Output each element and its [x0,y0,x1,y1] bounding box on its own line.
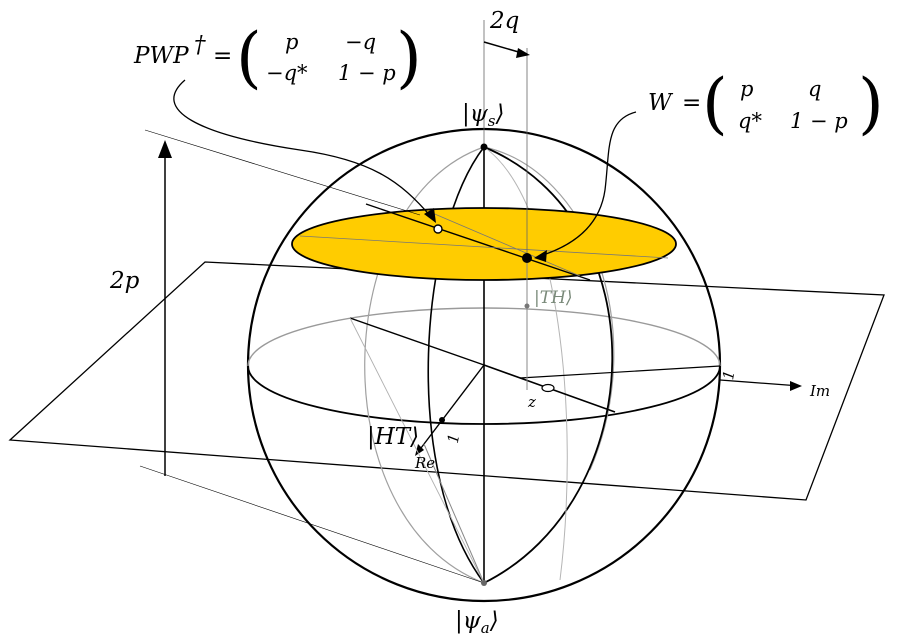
top-guide-line [144,129,421,216]
th-label: |TH⟩ [534,288,573,308]
psi-s-label: |ψs⟩ [462,101,504,130]
pwp-matrix-equation: PWP † = ( p −q −q* 1 − p ) [133,19,422,96]
w-callout-curve [539,111,637,257]
svg-text:): ) [396,19,422,96]
svg-text:1 − p: 1 − p [790,109,848,133]
z-label: z [527,393,536,411]
svg-text:†: † [194,32,206,58]
th-point-projection [524,303,530,309]
meridian-left-front [427,146,485,584]
ht-point [439,417,445,423]
lower-diag-faint [349,317,485,584]
svg-text:(: ( [236,19,262,96]
disk-chord [365,203,591,281]
z-point [541,383,555,393]
pwp-callout-arrowhead [424,208,436,223]
w-point [522,253,532,263]
meridian-faint [483,146,568,581]
svg-text:=: = [682,90,701,116]
svg-text:−q: −q [345,30,376,54]
ht-label: |HT⟩ [367,424,419,450]
disk-faint-chord [299,235,669,259]
w-callout-arrowhead [534,250,547,262]
im-unit-label: 1 [719,369,738,382]
svg-text:W: W [648,90,674,116]
im-axis [719,379,801,387]
svg-text:(: ( [702,65,728,142]
south-pole-point [481,580,487,586]
pwp-point [433,224,443,234]
svg-text:): ) [858,65,884,142]
two-p-arrowhead [158,140,172,158]
re-axis-arrowhead [415,444,424,456]
lower-meridian-faint [423,443,485,584]
complex-plane [8,261,885,501]
bottom-guide-line [139,465,485,584]
svg-text:p: p [740,77,753,101]
two-q-arrow-line [483,41,523,54]
two-q-label: 2q [489,8,519,34]
svg-text:PWP: PWP [133,43,189,69]
disk-faint-chord-2 [429,211,581,277]
svg-text:p: p [285,30,298,54]
psi-a-label: |ψa⟩ [455,608,499,637]
re-axis-label: Re [414,454,435,472]
equator-chord-z [519,365,721,379]
im-axis-label: Im [809,382,830,400]
svg-text:1 − p: 1 − p [338,61,396,85]
two-q-arrowhead [516,48,530,58]
meridian-right-front [483,146,614,584]
pwp-callout-curve [173,79,433,219]
two-p-label: 2p [109,268,140,294]
im-axis-arrowhead [790,381,802,391]
re-axis [423,364,485,445]
meridian-back-left [364,146,485,584]
w-matrix-equation: W = ( p q q* 1 − p ) [648,65,884,142]
svg-text:q*: q* [738,109,762,133]
svg-text:=: = [213,43,232,69]
svg-text:−q*: −q* [266,61,308,85]
svg-text:q: q [808,77,821,101]
equator-radius-back [349,317,485,366]
north-pole-point [480,143,488,151]
re-unit-label: 1 [444,432,463,445]
